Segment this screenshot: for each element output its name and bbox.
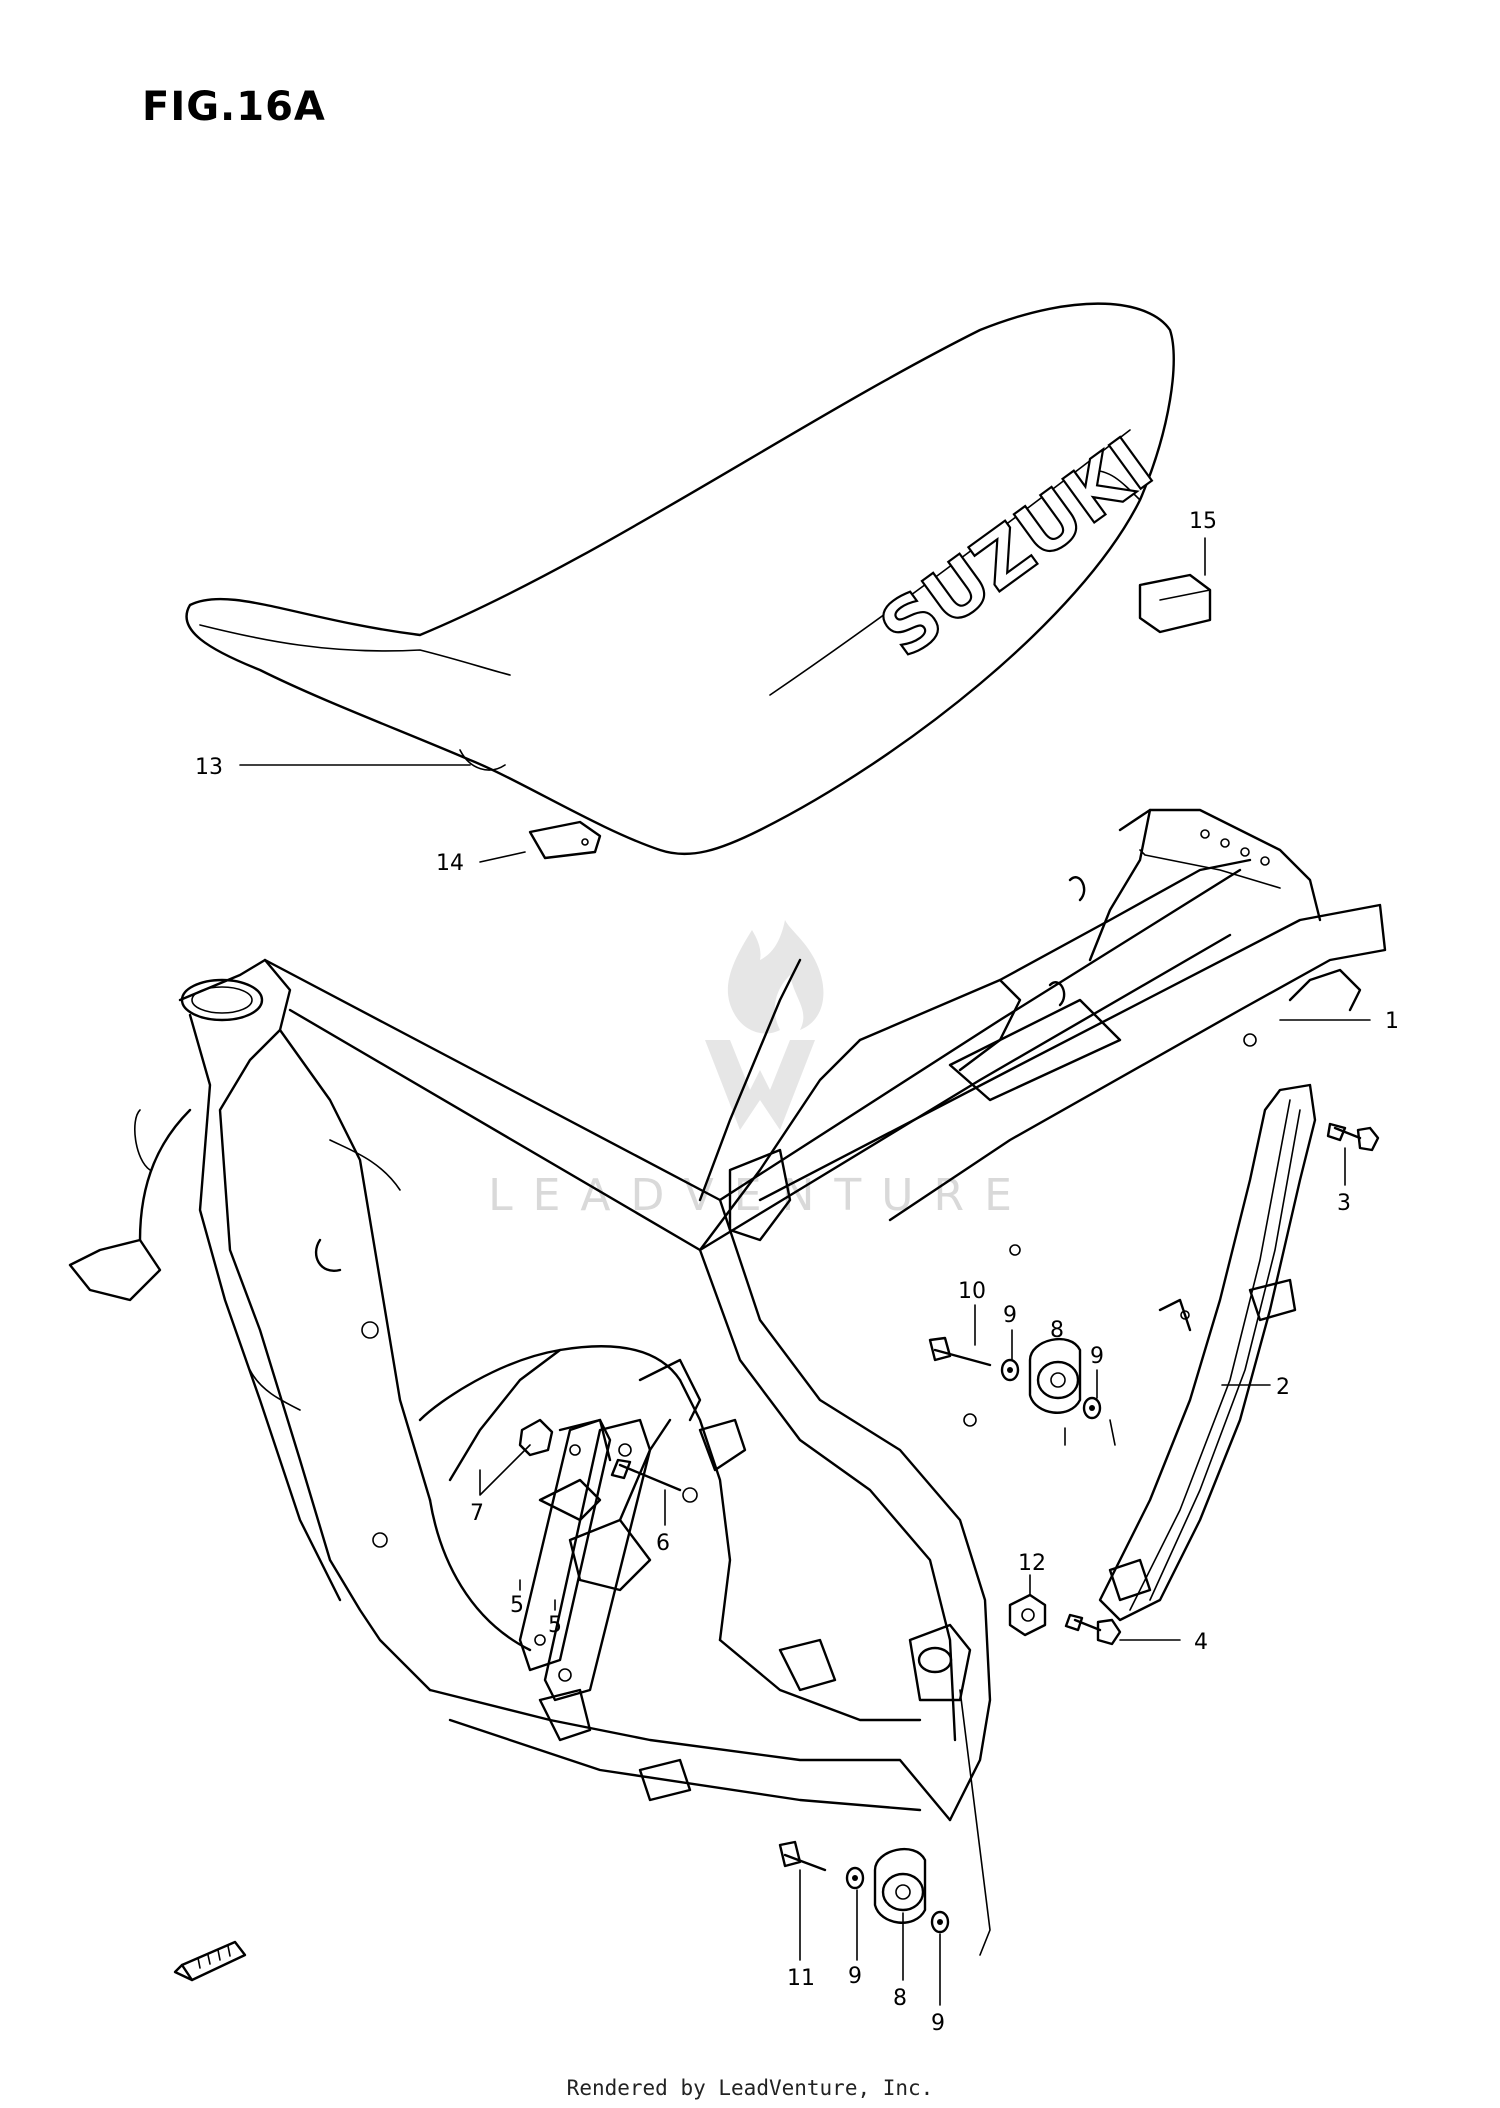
figure-title: FIG.16A <box>142 84 326 130</box>
callout-8-lower: 8 <box>893 1986 907 2011</box>
guide-lower-mount <box>959 1689 991 1956</box>
engine-mount-plate-right <box>543 1418 652 1702</box>
callout-2: 2 <box>1276 1375 1290 1400</box>
front-direction-marker <box>173 1940 247 1982</box>
engine-mount-plate-left <box>518 1418 612 1672</box>
cushion-block <box>1138 573 1212 634</box>
rear-frame-member <box>1098 1083 1317 1622</box>
callout-9d: 9 <box>931 2011 945 2036</box>
watermark: LEADVENTURE <box>488 920 1012 1221</box>
lower-mount-bolt <box>778 1840 827 1872</box>
lower-mount-washer-right <box>930 1910 950 1934</box>
bolt-upper <box>1326 1122 1380 1152</box>
lower-mount-washer-left <box>845 1866 865 1890</box>
callout-8-upper: 8 <box>1050 1318 1064 1343</box>
upper-mount-washer-left <box>1000 1358 1020 1382</box>
callout-12: 12 <box>1018 1551 1046 1576</box>
callout-9c: 9 <box>848 1964 862 1989</box>
seat: SUZUKI <box>185 302 1175 856</box>
main-frame <box>68 808 1387 1822</box>
nut <box>1008 1593 1047 1637</box>
callout-5b: 5 <box>548 1613 562 1638</box>
callout-14: 14 <box>436 851 464 876</box>
callout-numbers: 1 2 3 4 5 5 6 7 8 8 9 9 9 9 10 11 12 13 … <box>195 509 1399 2036</box>
engine-mount-nut <box>518 1418 554 1457</box>
guide-upper-mount <box>1109 1419 1116 1446</box>
callout-15: 15 <box>1189 509 1217 534</box>
upper-mount-washer-right <box>1082 1396 1102 1420</box>
leader-14 <box>479 851 526 863</box>
callout-3: 3 <box>1337 1191 1351 1216</box>
callout-5a: 5 <box>510 1593 524 1618</box>
leader-7 <box>479 1444 531 1496</box>
callout-7: 7 <box>470 1501 484 1526</box>
callout-9b: 9 <box>1090 1344 1104 1369</box>
engine-mount-bolt <box>610 1458 698 1503</box>
bolt-lower <box>1064 1613 1122 1646</box>
callout-9a: 9 <box>1003 1303 1017 1328</box>
callout-13: 13 <box>195 755 223 780</box>
seat-hook <box>528 820 602 860</box>
upper-mount-cushion <box>1028 1337 1082 1414</box>
watermark-logo <box>705 920 824 1130</box>
upper-mount-bolt <box>928 1336 992 1367</box>
lower-mount-cushion <box>873 1847 927 1924</box>
callout-4: 4 <box>1194 1630 1208 1655</box>
footer-credit: Rendered by LeadVenture, Inc. <box>566 2076 934 2100</box>
callout-11: 11 <box>787 1966 815 1991</box>
callout-6: 6 <box>656 1531 670 1556</box>
callout-1: 1 <box>1385 1009 1399 1034</box>
seat-brand-text: SUZUKI <box>865 422 1168 675</box>
callout-10: 10 <box>958 1279 986 1304</box>
leader-lines <box>239 537 1371 2006</box>
